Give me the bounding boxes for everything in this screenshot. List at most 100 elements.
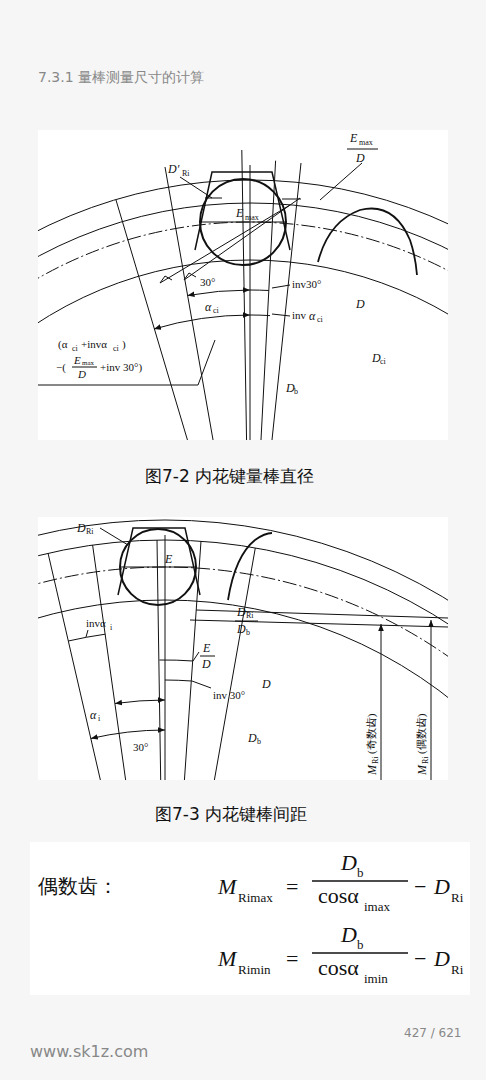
section-heading: 7.3.1 量棒测量尺寸的计算 xyxy=(38,70,204,84)
figure-label: α xyxy=(309,310,315,322)
figure-label: 30° xyxy=(133,742,148,753)
drawing-stroke xyxy=(242,150,250,440)
figure-label: 偶数齿： xyxy=(38,876,118,896)
figure-label: imin xyxy=(364,972,388,985)
figure-label: α xyxy=(205,301,211,313)
drawing-stroke xyxy=(320,163,362,200)
drawing-stroke xyxy=(250,315,270,317)
figure-label: E xyxy=(74,355,81,366)
figure-label: ci xyxy=(72,345,78,353)
drawing-stroke xyxy=(165,535,166,780)
figure-label: M xyxy=(366,765,378,775)
figure-label: − xyxy=(414,948,426,970)
drawing-stroke xyxy=(38,520,448,780)
figure-label: D xyxy=(237,606,246,618)
figure-label: α xyxy=(90,709,96,721)
figure-label: inv30° xyxy=(292,279,321,290)
figure-label: = xyxy=(286,876,298,898)
figure-label: = xyxy=(286,948,298,970)
drawing-stroke xyxy=(48,553,165,780)
drawing-stroke xyxy=(86,630,88,637)
drawing-stroke xyxy=(228,533,272,600)
figure-label: D xyxy=(356,298,365,310)
drawing-stroke xyxy=(250,290,269,292)
figure-label: D xyxy=(262,678,271,690)
figure-label: Ri xyxy=(246,612,254,620)
figure-label: D xyxy=(434,876,450,898)
figure-label: M xyxy=(218,876,236,898)
figure-label: inv 30° xyxy=(213,690,245,701)
drawing-stroke xyxy=(192,681,211,688)
drawing-stroke xyxy=(272,285,290,288)
drawing-stroke xyxy=(188,290,251,296)
figure-label: D xyxy=(341,924,357,946)
figure-label: E xyxy=(350,132,357,144)
figure-label: b xyxy=(294,388,298,396)
fraction-bars xyxy=(312,881,408,953)
figure-label: E xyxy=(203,642,210,654)
figure-label: invα xyxy=(86,618,106,629)
figure-label: −( xyxy=(56,362,66,373)
figure-label: D xyxy=(248,732,257,744)
figure-label: Ri xyxy=(182,170,190,178)
figure-panel xyxy=(38,517,448,780)
figure-label: D xyxy=(78,369,86,380)
drawing-stroke xyxy=(116,200,250,440)
drawing-stroke xyxy=(91,730,165,739)
drawing-stroke xyxy=(38,540,448,780)
figure-caption: 图7-3 内花键棒间距 xyxy=(155,806,307,823)
drawing-stroke xyxy=(120,529,196,605)
formula-panel xyxy=(30,842,470,995)
figure-caption: 图7-2 内花键量棒直径 xyxy=(145,468,314,485)
figure-label: b xyxy=(246,629,250,637)
drawing-stroke xyxy=(205,198,222,199)
figure-label: ) xyxy=(122,339,126,350)
drawing-stroke xyxy=(312,880,408,881)
drawing-stroke xyxy=(431,620,432,780)
drawing-stroke xyxy=(196,610,448,618)
figure-label: D xyxy=(434,948,450,970)
page-note: 427 / 621 xyxy=(404,1027,461,1039)
drawing-stroke xyxy=(347,149,378,150)
figure-label: cosα xyxy=(318,885,359,907)
figure-label: D xyxy=(237,623,246,635)
figure-label: E xyxy=(165,553,172,565)
figure-label: D xyxy=(372,352,381,364)
figure-label: Rimax xyxy=(238,891,273,904)
drawing-stroke xyxy=(318,209,417,275)
figure-label: D xyxy=(286,382,295,394)
drawing-stroke xyxy=(38,567,448,780)
figure-label: Ri xyxy=(372,756,380,764)
drawing-stroke xyxy=(198,340,215,385)
figure-label: +invα xyxy=(81,339,107,350)
drawing-stroke xyxy=(193,652,199,661)
drawing-stroke xyxy=(272,314,290,316)
drawing-stroke xyxy=(180,177,212,198)
figure-label: i xyxy=(98,715,100,723)
drawing-stroke xyxy=(160,276,172,283)
figure-7-3 xyxy=(38,520,448,780)
drawing-stroke xyxy=(235,621,258,622)
figure-label: imax xyxy=(364,900,390,913)
figure-label: D′ xyxy=(168,163,179,175)
figure-label: inv xyxy=(292,310,306,321)
figure-label: ci xyxy=(113,345,119,353)
drawing-stroke xyxy=(115,700,165,704)
drawing-stroke xyxy=(38,385,198,386)
figure-label: max xyxy=(245,214,259,222)
figure-label: Ri xyxy=(451,963,463,976)
figure-label: b xyxy=(257,738,261,746)
figure-label: cosα xyxy=(318,957,359,979)
figure-label: − xyxy=(414,876,426,898)
drawing-stroke xyxy=(200,656,215,657)
figure-label: (偶数齿) xyxy=(416,714,427,754)
figure-label: M xyxy=(218,948,236,970)
drawing-stroke xyxy=(165,167,250,440)
drawing-stroke xyxy=(250,163,301,440)
figure-label: ci xyxy=(317,316,323,324)
figure-label: b xyxy=(357,938,364,951)
drawing-stroke xyxy=(312,952,408,953)
figure-label: Rimin xyxy=(238,963,271,976)
